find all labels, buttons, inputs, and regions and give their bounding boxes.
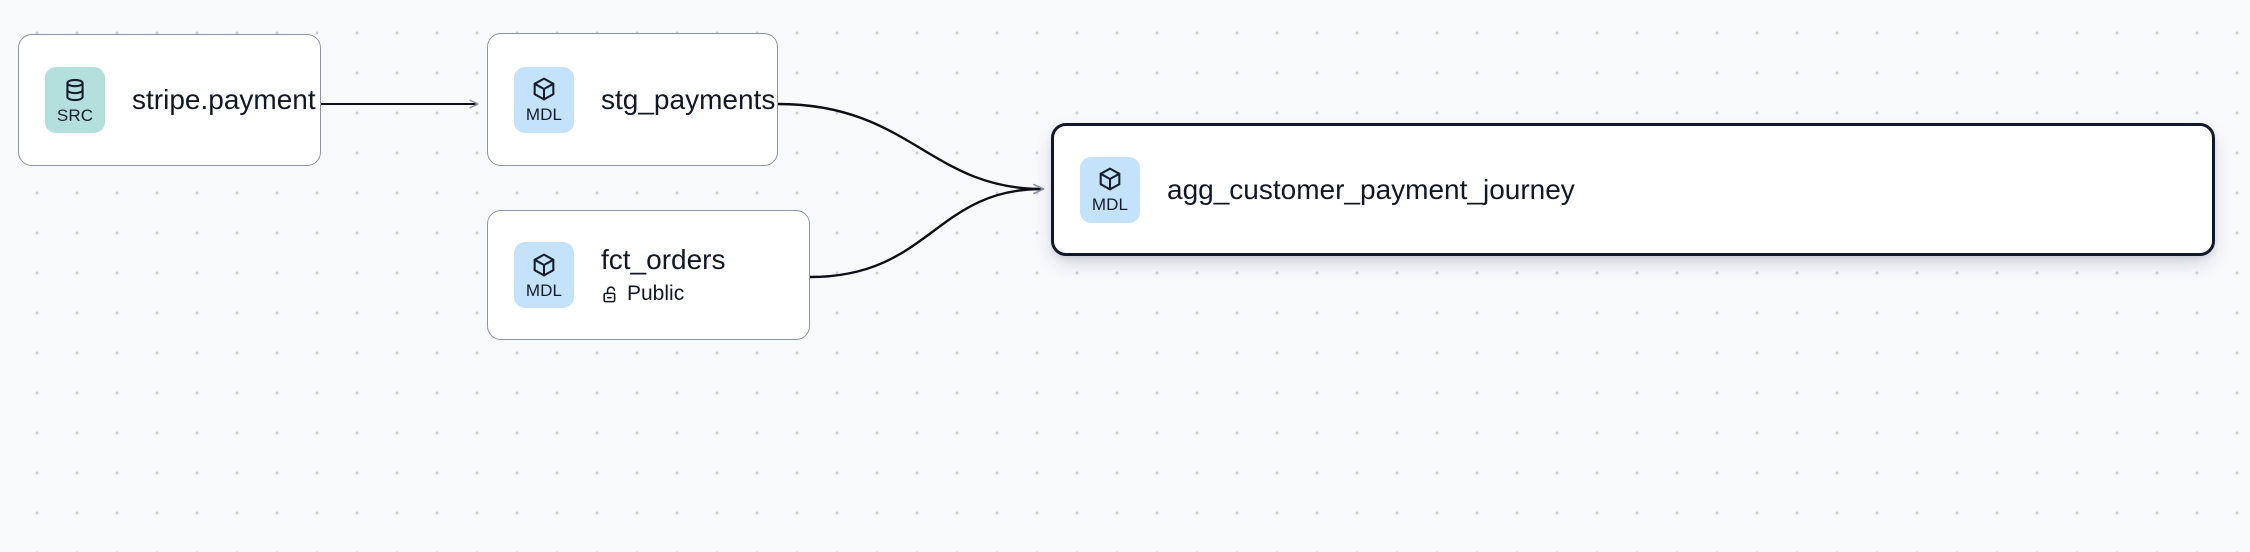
node-body: stg_payments	[601, 83, 776, 115]
node-badge-mdl: MDL	[514, 66, 574, 133]
node-title: stg_payments	[601, 83, 776, 115]
node-badge-label: MDL	[1091, 195, 1129, 214]
cube-icon	[533, 77, 555, 101]
node-body: fct_orders Public	[601, 244, 726, 306]
node-agg-customer-payment-journey[interactable]: MDL agg_customer_payment_journey	[1051, 123, 2215, 256]
node-stripe-payment[interactable]: SRC stripe.payment	[18, 34, 321, 166]
node-title: fct_orders	[601, 243, 726, 275]
node-visibility: Public	[601, 282, 726, 306]
node-badge-label: SRC	[56, 105, 94, 125]
node-title: agg_customer_payment_journey	[1167, 173, 1575, 205]
node-body: agg_customer_payment_journey	[1167, 174, 1575, 205]
cube-icon	[1099, 167, 1121, 191]
node-title: stripe.payment	[132, 84, 316, 116]
node-badge-mdl: MDL	[514, 242, 574, 308]
database-icon	[66, 78, 84, 101]
node-badge-src: SRC	[45, 67, 105, 133]
edge-fct-to-agg	[808, 187, 1044, 279]
node-stg-payments[interactable]: MDL stg_payments	[487, 33, 778, 166]
edge-stg-to-agg	[776, 102, 1044, 191]
node-badge-mdl: MDL	[1080, 156, 1140, 223]
edge-arrowhead-agg	[1033, 183, 1045, 195]
node-badge-label: MDL	[525, 280, 563, 300]
node-badge-label: MDL	[525, 105, 563, 124]
cube-icon	[533, 253, 555, 276]
unlock-icon	[603, 286, 616, 303]
node-visibility-label: Public	[627, 282, 685, 306]
node-body: stripe.payment	[132, 84, 316, 116]
node-fct-orders[interactable]: MDL fct_orders Public	[487, 210, 810, 340]
